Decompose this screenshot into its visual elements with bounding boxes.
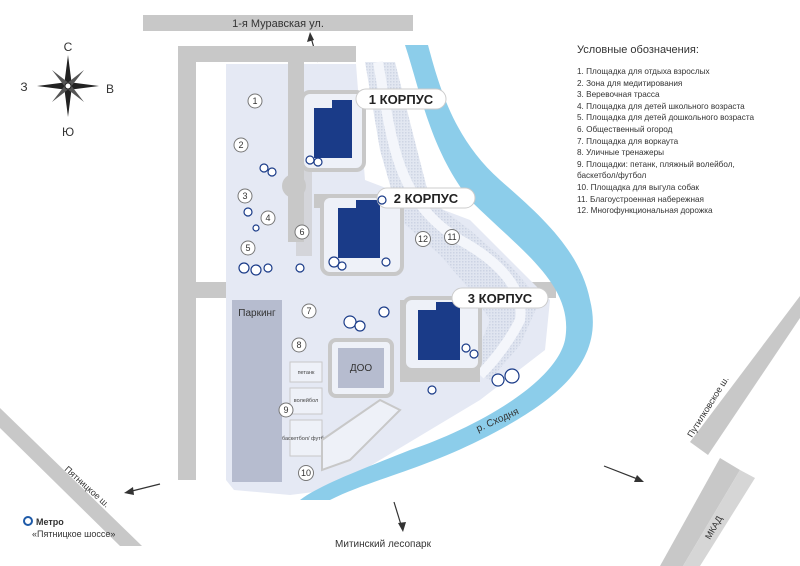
parking[interactable]: [232, 300, 282, 482]
marker-1[interactable]: 1: [247, 93, 263, 109]
top-street: [143, 15, 413, 31]
court-basketball-label: баскетбол/ футбол: [282, 436, 330, 442]
marker-1-text: 1: [252, 96, 257, 106]
building-2-label[interactable]: 2 КОРПУС: [376, 187, 476, 209]
embankment-path: [373, 61, 526, 379]
legend-item: 1. Площадка для отдыха взрослых: [577, 67, 710, 76]
trees: [238, 155, 520, 395]
marker-12-text: 12: [418, 234, 428, 244]
marker-6-text: 6: [299, 227, 304, 237]
mkad-arrowhead: [634, 475, 644, 482]
marker-3[interactable]: 3: [237, 188, 253, 204]
marker-5[interactable]: 5: [240, 240, 256, 256]
court-basketball: [289, 419, 323, 457]
building-1-label[interactable]: 1 КОРПУС: [355, 88, 447, 110]
lower-plots: [321, 398, 402, 472]
legend-item: 2. Зона для медитирования: [577, 78, 683, 88]
parking-label: Паркинг: [238, 308, 276, 319]
top-street-label: 1-я Муравская ул.: [232, 18, 324, 30]
court-volleyball-label: волейбол: [294, 397, 318, 404]
building-3-label[interactable]: 3 КОРПУС: [451, 287, 549, 309]
legend-item: 3. Веревочная трасса: [577, 90, 660, 100]
court-petanque-label: петанк: [298, 370, 315, 376]
kindergarten[interactable]: [338, 348, 384, 388]
compass-east: В: [106, 82, 114, 96]
building-1-label-text: 1 КОРПУС: [369, 92, 434, 107]
legend-item: 8. Уличные тренажеры: [577, 148, 665, 158]
marker-11[interactable]: 11: [444, 229, 460, 245]
court-petanque: [289, 361, 323, 383]
compass-north: С: [64, 40, 73, 54]
legend-item: 11. Благоустроенная набережная: [577, 194, 704, 204]
building-2-label-text: 2 КОРПУС: [394, 191, 459, 206]
compass-south: Ю: [62, 125, 74, 139]
marker-9-text: 9: [283, 405, 288, 415]
marker-6[interactable]: 6: [294, 224, 310, 240]
marker-4[interactable]: 4: [260, 210, 276, 226]
marker-8-text: 8: [296, 340, 301, 350]
building-1: [314, 100, 352, 158]
pyatnitskoe-road: [0, 408, 142, 546]
legend-title: Условные обозначения:: [577, 44, 699, 56]
mkad-arrow: [603, 465, 641, 481]
forest-arrowhead: [398, 522, 406, 532]
putilkovskoe-road: [690, 296, 800, 455]
metro-marker[interactable]: Метро «Пятницкое шоссе»: [23, 516, 115, 539]
roundabout: [282, 174, 306, 198]
marker-12[interactable]: 12: [415, 231, 431, 247]
marker-10[interactable]: 10: [298, 465, 314, 481]
legend-item: 7. Площадка для воркаута: [577, 136, 679, 146]
mkad-road: [660, 458, 740, 566]
legend-item: 9. Площадки: петанк, пляжный волейбол,: [577, 159, 735, 169]
marker-7[interactable]: 7: [301, 303, 317, 319]
marker-5-text: 5: [245, 243, 250, 253]
pyatnitskoe-arrowhead: [124, 487, 134, 495]
compass-rose: [37, 55, 99, 117]
legend-item: баскетбол/футбол: [577, 171, 647, 181]
marker-10-text: 10: [301, 468, 311, 478]
marker-2[interactable]: 2: [233, 137, 249, 153]
metro-icon: [23, 516, 33, 526]
river-skhodnya: [300, 45, 593, 500]
legend-item: 6. Общественный огород: [577, 124, 673, 134]
marker-11-text: 11: [447, 232, 456, 242]
legend-item: 4. Площадка для детей школьного возраста: [577, 101, 745, 111]
legend-item: 5. Площадка для детей дошкольного возрас…: [577, 113, 755, 123]
kindergarten-label: ДОО: [350, 363, 373, 374]
compass-west: З: [20, 80, 27, 94]
metro-station: «Пятницкое шоссе»: [32, 529, 115, 539]
marker-7-text: 7: [306, 306, 311, 316]
marker-4-text: 4: [265, 213, 270, 223]
marker-9[interactable]: 9: [278, 402, 294, 418]
marker-8[interactable]: 8: [291, 337, 307, 353]
building-3: [418, 302, 460, 360]
metro-label: Метро: [36, 517, 64, 527]
perimeter-road: [178, 46, 356, 480]
legend-list: 1. Площадка для отдыха взрослых 2. Зона …: [577, 66, 797, 217]
building-2: [338, 200, 380, 258]
top-street-arrowhead: [307, 32, 314, 42]
building-3-label-text: 3 КОРПУС: [468, 291, 533, 306]
legend-item: 12. Многофункциональная дорожка: [577, 206, 713, 216]
legend-item: 10. Площадка для выгула собак: [577, 182, 700, 192]
legend: Условные обозначения: 1. Площадка для от…: [577, 44, 797, 217]
court-volleyball: [289, 387, 323, 415]
forest-label: Митинский лесопарк: [335, 539, 432, 550]
marker-3-text: 3: [242, 191, 247, 201]
marker-2-text: 2: [238, 140, 243, 150]
mkad-road-2: [683, 470, 755, 566]
